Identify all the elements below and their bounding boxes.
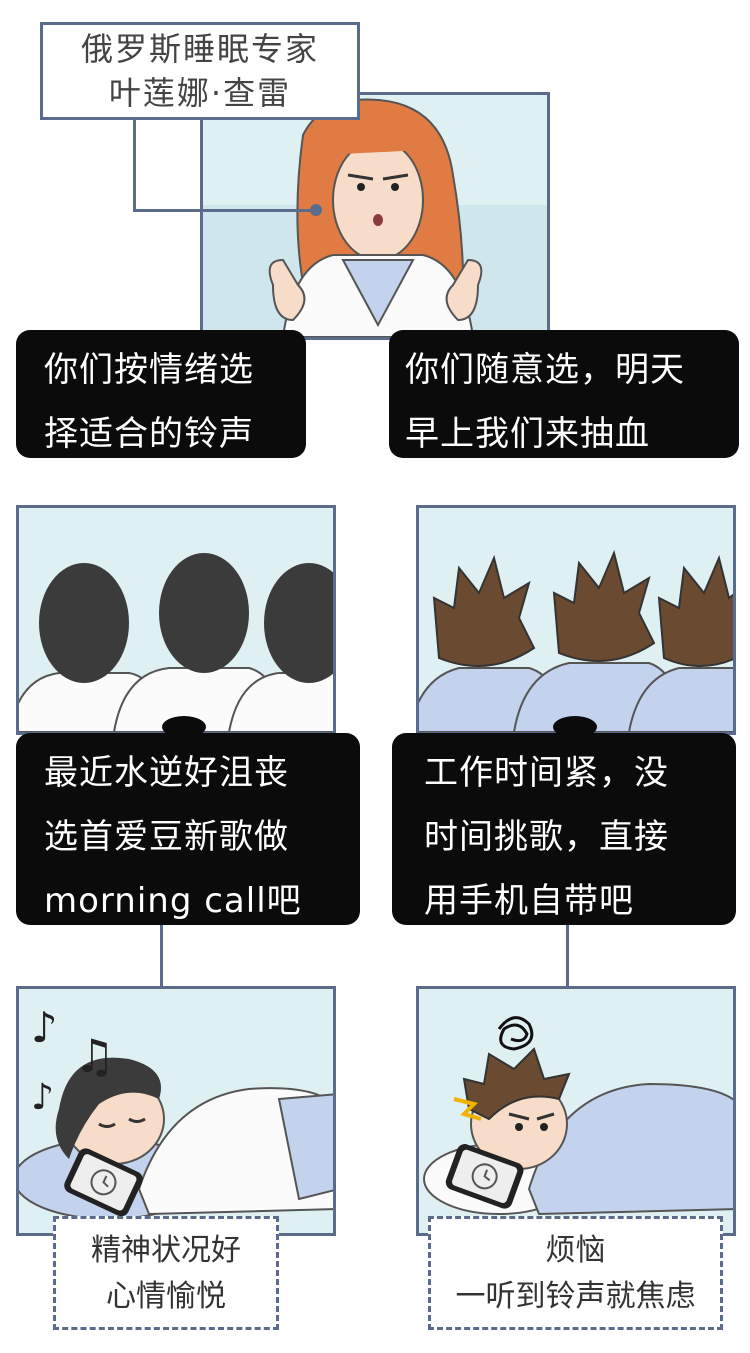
anxious-sleeper-illustration <box>423 1016 733 1216</box>
expert-illustration <box>203 98 547 337</box>
caption-good-mood: 精神状况好 心情愉悦 <box>53 1216 279 1330</box>
speech-bubble-idol-song: 最近水逆好沮丧 选首爱豆新歌做 morning call吧 <box>16 733 360 925</box>
bubble-tail-left <box>162 716 206 738</box>
expert-panel <box>200 92 550 340</box>
bubble-tail-right <box>553 716 597 738</box>
group-a-panel <box>16 505 336 735</box>
group-b-panel <box>416 505 736 735</box>
group-b-illustration <box>419 549 733 732</box>
group-a-illustration <box>19 553 333 732</box>
connector-right <box>566 925 569 987</box>
expert-title: 俄罗斯睡眠专家 <box>80 30 319 68</box>
connector-left <box>160 925 163 987</box>
label-connector-vertical <box>133 120 136 212</box>
speech-bubble-default-ringtone: 工作时间紧，没 时间挑歌，直接 用手机自带吧 <box>392 733 736 925</box>
anxious-sleeper-panel <box>416 986 736 1236</box>
speech-bubble-emotion-ringtone: 你们按情绪选 择适合的铃声 <box>16 330 306 458</box>
music-note-small-icon: ♪ <box>31 1077 54 1118</box>
happy-sleeper-panel: ♪ ♫ ♪ <box>16 986 336 1236</box>
expert-name-label: 俄罗斯睡眠专家 叶莲娜·查雷 <box>40 22 360 120</box>
double-music-note-icon: ♫ <box>74 1029 116 1083</box>
label-connector-horizontal <box>133 209 313 212</box>
happy-sleeper-illustration <box>19 1057 333 1220</box>
caption-anxiety: 烦恼 一听到铃声就焦虑 <box>428 1216 723 1330</box>
expert-name: 叶莲娜·查雷 <box>108 74 292 112</box>
label-connector-dot <box>310 204 322 216</box>
scribble-icon <box>497 1016 534 1051</box>
speech-bubble-random-choice: 你们随意选，明天 早上我们来抽血 <box>389 330 739 458</box>
music-note-icon: ♪ <box>31 1003 58 1052</box>
